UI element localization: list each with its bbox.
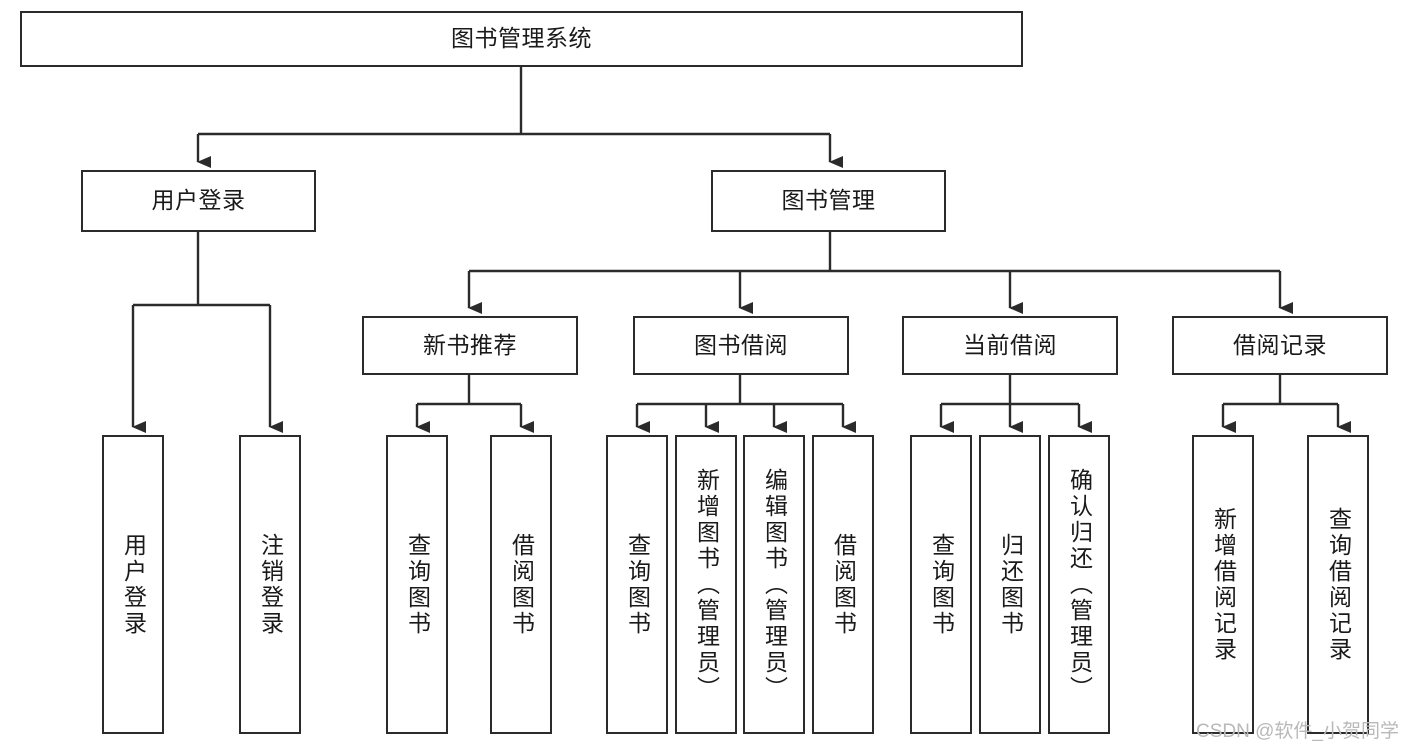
- leaf-borrow-book-1-label: 借阅图书: [508, 532, 535, 637]
- node-user-login[interactable]: 用户登录: [81, 170, 316, 232]
- node-book-manage-label: 图书管理: [781, 187, 876, 214]
- leaf-query-book-1[interactable]: 查询图书: [386, 435, 448, 734]
- node-book-manage[interactable]: 图书管理: [711, 170, 946, 232]
- leaf-query-record[interactable]: 查询借阅记录: [1307, 435, 1369, 734]
- node-new-book-rec[interactable]: 新书推荐: [362, 316, 578, 375]
- node-book-borrow[interactable]: 图书借阅: [633, 316, 849, 375]
- leaf-return-book[interactable]: 归还图书: [979, 435, 1041, 734]
- leaf-borrow-book-2-label: 借阅图书: [830, 532, 857, 637]
- leaf-query-record-label: 查询借阅记录: [1325, 506, 1352, 663]
- leaf-user-login-label: 用户登录: [120, 532, 147, 637]
- leaf-logout-label: 注销登录: [257, 532, 284, 637]
- leaf-confirm-return-label: 确认归还（管理员）: [1066, 467, 1093, 702]
- leaf-user-login[interactable]: 用户登录: [102, 435, 164, 734]
- node-root[interactable]: 图书管理系统: [20, 11, 1023, 67]
- leaf-query-book-2[interactable]: 查询图书: [606, 435, 668, 734]
- leaf-edit-book[interactable]: 编辑图书（管理员）: [743, 435, 805, 734]
- node-current-borrow[interactable]: 当前借阅: [902, 316, 1118, 375]
- leaf-logout[interactable]: 注销登录: [239, 435, 301, 734]
- node-root-label: 图书管理系统: [451, 25, 592, 52]
- leaf-add-record-label: 新增借阅记录: [1210, 506, 1237, 663]
- watermark: CSDN @软件_小贺同学: [1196, 721, 1399, 742]
- leaf-query-book-3[interactable]: 查询图书: [910, 435, 972, 734]
- node-new-book-rec-label: 新书推荐: [423, 331, 517, 358]
- leaf-add-book-label: 新增图书（管理员）: [693, 467, 720, 702]
- node-borrow-record[interactable]: 借阅记录: [1172, 316, 1388, 375]
- leaf-confirm-return[interactable]: 确认归还（管理员）: [1048, 435, 1110, 734]
- leaf-edit-book-label: 编辑图书（管理员）: [761, 467, 788, 702]
- node-user-login-label: 用户登录: [151, 187, 246, 214]
- leaf-add-record[interactable]: 新增借阅记录: [1192, 435, 1254, 734]
- leaf-query-book-3-label: 查询图书: [928, 532, 955, 637]
- leaf-add-book[interactable]: 新增图书（管理员）: [675, 435, 737, 734]
- node-current-borrow-label: 当前借阅: [963, 331, 1057, 358]
- node-borrow-record-label: 借阅记录: [1233, 331, 1327, 358]
- leaf-return-book-label: 归还图书: [997, 532, 1024, 637]
- node-book-borrow-label: 图书借阅: [694, 331, 788, 358]
- leaf-borrow-book-1[interactable]: 借阅图书: [490, 435, 552, 734]
- leaf-query-book-2-label: 查询图书: [624, 532, 651, 637]
- leaf-query-book-1-label: 查询图书: [404, 532, 431, 637]
- leaf-borrow-book-2[interactable]: 借阅图书: [812, 435, 874, 734]
